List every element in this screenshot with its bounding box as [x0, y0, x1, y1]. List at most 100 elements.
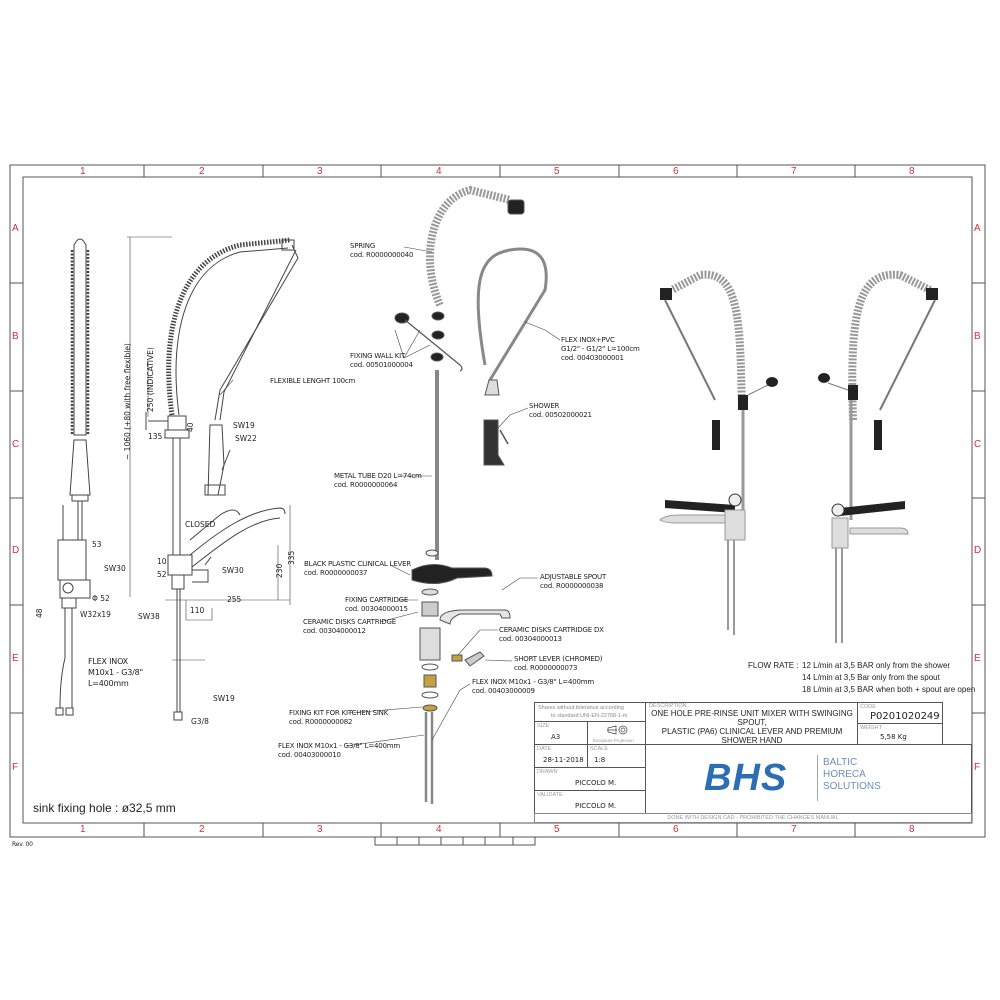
description-cell: DESCRIPTION ONE HOLE PRE-RINSE UNIT MIXE…	[645, 702, 858, 745]
row-index: E	[12, 653, 19, 664]
tolerance-note: to standard UNI-EN-22768-1-m	[551, 713, 628, 719]
description-line: PLASTIC (PA6) CLINICAL LEVER AND PREMIUM…	[661, 727, 843, 745]
drawn-cell: DRAWN PICCOLO M.	[534, 767, 646, 791]
scale-label: SCALE	[590, 746, 609, 752]
size-label: SIZE	[537, 723, 550, 729]
sink-fixing-note: sink fixing hole : ø32,5 mm	[33, 801, 176, 815]
flex-inox-line: L=400mm	[88, 679, 129, 688]
column-index: 8	[909, 166, 915, 177]
projection-cell: European Projection	[587, 721, 646, 745]
weight-cell: WEIGHT 5,58 Kg	[857, 723, 943, 745]
date-cell: DATE 28-11-2018	[534, 744, 588, 768]
sw19-label: SW19	[233, 421, 255, 430]
tolerance-cell: Shares without tolerance according to st…	[534, 702, 646, 722]
dim-335: 335	[287, 550, 296, 565]
tolerance-note: Shares without tolerance according	[538, 705, 624, 711]
scale-value: 1:8	[594, 756, 606, 764]
row-index: B	[974, 331, 981, 342]
row-index: F	[974, 762, 981, 773]
w32x19-label: W32x19	[80, 610, 111, 619]
sw19-bottom-label: SW19	[213, 694, 235, 703]
footer-cell: DONE WITH DESIGN CAD - PROHIBITED THE CH…	[534, 813, 972, 823]
footer-note: DONE WITH DESIGN CAD - PROHIBITED THE CH…	[667, 815, 839, 821]
logo-divider	[817, 755, 818, 801]
dim-48: 48	[35, 608, 44, 618]
side-view-drawing	[127, 236, 299, 721]
row-index: B	[12, 331, 19, 342]
dim-230: 230	[275, 563, 284, 578]
dim-10: 10	[157, 557, 167, 566]
drawn-value: PICCOLO M.	[575, 779, 617, 787]
sw22-label: SW22	[235, 434, 257, 443]
code-cell: CODE P0201020249	[857, 702, 943, 724]
date-value: 28-11-2018	[543, 756, 584, 764]
description-label: DESCRIPTION	[649, 703, 687, 709]
front-view-drawing	[55, 238, 91, 716]
column-index: 5	[554, 824, 560, 835]
sw30-right-label: SW30	[222, 566, 244, 575]
row-index: C	[12, 439, 20, 450]
row-index: E	[974, 653, 981, 664]
column-index: 1	[80, 824, 86, 835]
isometric-views	[659, 270, 938, 643]
projection-label: European Projection	[593, 738, 634, 743]
size-value: A3	[551, 733, 561, 741]
exploded-view-drawing	[394, 185, 548, 804]
size-cell: SIZE A3	[534, 721, 588, 745]
flexible-length-label: FLEXIBLE LENGHT 100cm	[270, 377, 356, 385]
column-index: 2	[199, 166, 205, 177]
flow-rate-line: 14 L/min at 3,5 Bar only from the spout	[802, 673, 940, 682]
flow-rate-label: FLOW RATE :	[748, 661, 799, 670]
column-index: 2	[199, 824, 205, 835]
weight-label: WEIGHT	[860, 725, 882, 731]
dim-110: 110	[190, 606, 205, 615]
phi52-label: Φ 52	[92, 594, 110, 603]
dim-1060: ~ 1060 (+80 with free flexible)	[123, 343, 132, 460]
column-index: 1	[80, 166, 86, 177]
validate-label: VALIDATE	[537, 792, 563, 798]
flow-rate-line: 12 L/min at 3,5 BAR only from the shower	[802, 661, 951, 670]
part-label-short-lever: SHORT LEVER (CHROMED)cod. R0000000073	[514, 655, 603, 672]
code-value: P0201020249	[870, 711, 940, 722]
description-line: ONE HOLE PRE-RINSE UNIT MIXER WITH SWING…	[651, 709, 853, 727]
sw38-label: SW38	[138, 612, 160, 621]
flex-inox-line: M10x1 - G3/8"	[88, 668, 144, 677]
sw30-left-label: SW30	[104, 564, 126, 573]
column-index: 3	[317, 824, 323, 835]
column-index: 8	[909, 824, 915, 835]
dim-52: 52	[157, 570, 167, 579]
bhs-logo: BHS	[704, 757, 788, 799]
flex-inox-label: FLEX INOX M10x1 - G3/8" L=400mm	[88, 656, 143, 689]
row-index: A	[12, 223, 19, 234]
row-index: D	[974, 545, 982, 556]
row-index: F	[12, 762, 19, 773]
g38-label: G3/8	[191, 717, 209, 726]
dim-255: 255	[227, 595, 242, 604]
row-index: A	[974, 223, 981, 234]
scale-cell: SCALE 1:8	[587, 744, 646, 768]
leader-lines	[172, 246, 561, 747]
closed-label: CLOSED	[185, 520, 216, 529]
validate-cell: VALIDATE PICCOLO M.	[534, 790, 646, 814]
dim-135: 135	[148, 432, 163, 441]
drawn-label: DRAWN	[537, 769, 558, 775]
column-index: 3	[317, 166, 323, 177]
flow-rate-line: 18 L/min at 3,5 BAR when both + spout ar…	[802, 685, 976, 694]
column-index: 4	[436, 166, 442, 177]
revision-label: Rev. 00	[12, 841, 33, 848]
